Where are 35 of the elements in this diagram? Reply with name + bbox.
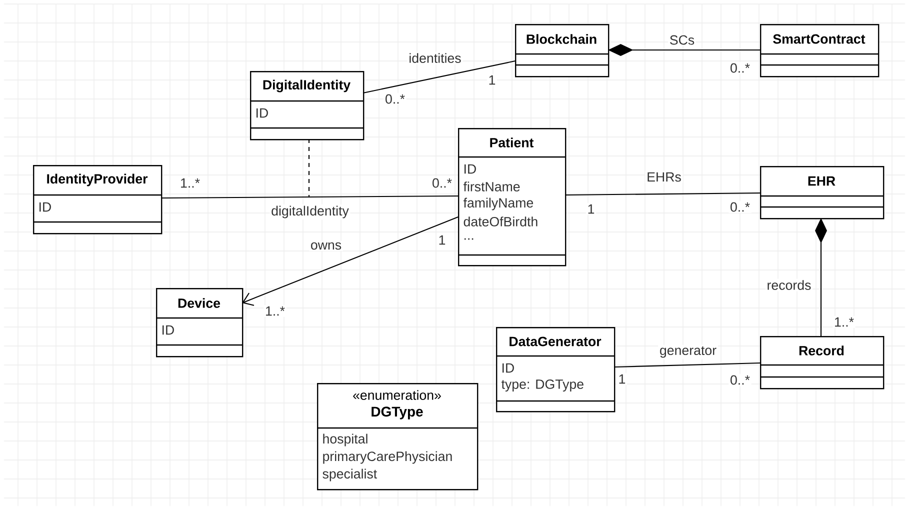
- multiplicity-label: 0..*: [384, 92, 406, 106]
- multiplicity-label: 1: [616, 373, 628, 385]
- edge-label: digitalIdentity: [270, 204, 350, 220]
- edge-label: records: [765, 278, 813, 292]
- edge-label: identities: [407, 52, 463, 64]
- association-line: [565, 192, 760, 196]
- class-box: «enumeration» DGType hospital primaryCarePhysician specialist: [317, 383, 478, 490]
- multiplicity-label: 1..*: [832, 316, 856, 328]
- edge-label: SCs: [668, 34, 696, 46]
- multiplicity-label: 0..*: [728, 200, 752, 214]
- association-line: [362, 60, 516, 94]
- multiplicity-label: 1: [486, 74, 498, 86]
- association-line: [161, 195, 458, 199]
- class-box: SmartContract: [760, 24, 880, 78]
- multiplicity-label: 1: [436, 234, 448, 246]
- class-box: Device ID: [156, 288, 244, 358]
- multiplicity-label: 0..*: [430, 176, 454, 190]
- class-box: Patient ID firstName familyName dateOfBirdth ...: [458, 128, 566, 266]
- edge-label: owns: [309, 241, 343, 251]
- multiplicity-label: 0..*: [728, 62, 752, 74]
- edge-label: EHRs: [645, 171, 683, 183]
- class-box: DigitalIdentity ID: [250, 71, 364, 140]
- class-box: DataGenerator ID type: DGType: [496, 327, 616, 412]
- class-box: EHR: [760, 166, 884, 220]
- class-box: Blockchain: [515, 24, 610, 78]
- class-box: IdentityProvider ID: [33, 165, 162, 234]
- multiplicity-label: 1..*: [264, 305, 286, 317]
- multiplicity-label: 1..*: [178, 177, 202, 189]
- arrow: [242, 216, 458, 306]
- dashed-line: [308, 139, 310, 197]
- association-line: [614, 362, 760, 368]
- multiplicity-label: 0..*: [728, 374, 752, 386]
- class-box: Record: [760, 336, 884, 390]
- edge-label: generator: [658, 344, 718, 360]
- multiplicity-label: 1: [586, 203, 596, 215]
